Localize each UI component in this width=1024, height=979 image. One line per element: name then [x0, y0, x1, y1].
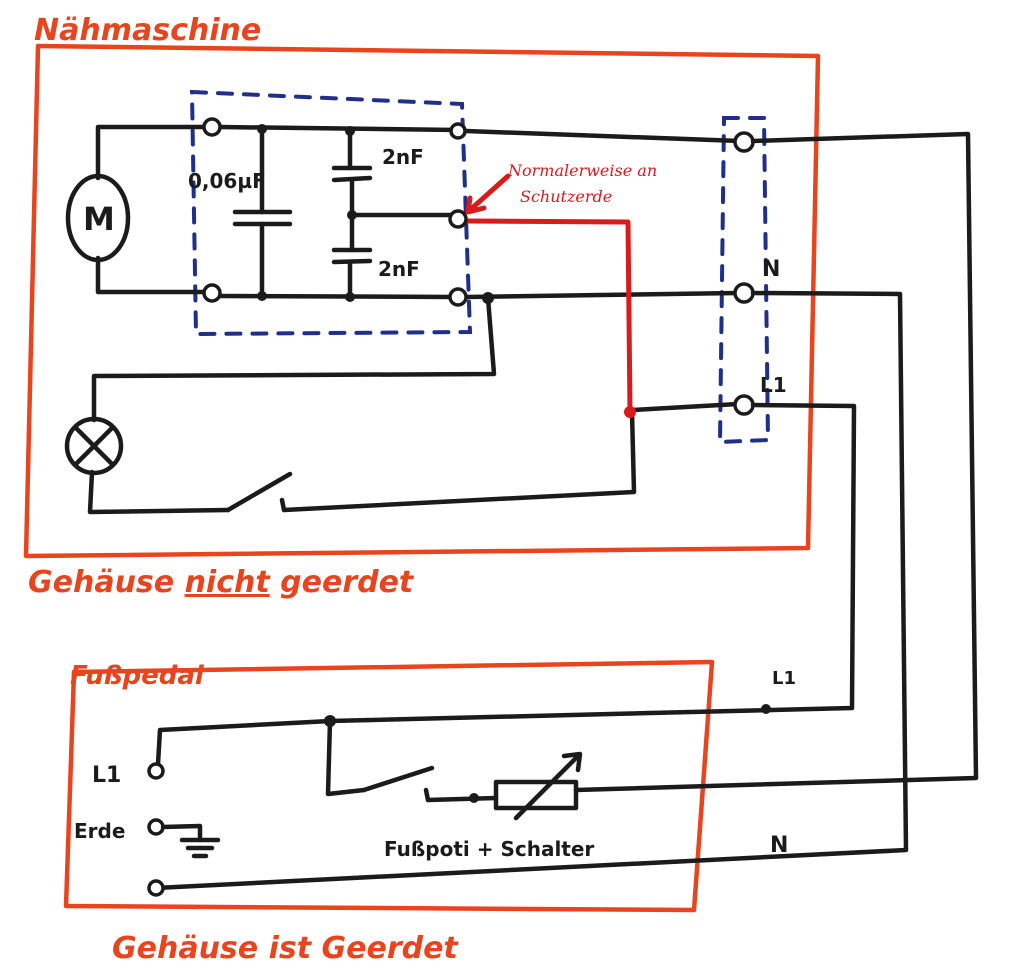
note-line-2: Schutzerde [520, 187, 612, 206]
cable-earth [573, 131, 979, 793]
junction-cap-mid [347, 210, 357, 220]
poti-arrow-shaft [513, 753, 581, 821]
filter-top-rail [217, 124, 461, 133]
filter-terminal-4 [448, 209, 468, 229]
terminal-l1-label: L1 [760, 373, 787, 397]
motor-label: M [83, 200, 115, 238]
lamp-switch-return [279, 409, 637, 513]
junction-lamp-feed [482, 292, 494, 304]
foot-potentiometer [493, 779, 579, 811]
pedal-terminal-l1 [147, 762, 165, 780]
terminal-l1 [733, 394, 755, 416]
pedal-l1-label: L1 [92, 763, 121, 788]
junction-cap-small-bottom [257, 291, 267, 301]
pedal-switch-feed [325, 718, 367, 797]
cable-n [153, 290, 909, 891]
terminal-n [733, 282, 755, 304]
junction-cap-small-top [257, 124, 267, 134]
sewing-machine-housing [23, 43, 821, 559]
cable-n-label: N [770, 833, 788, 858]
sewing-machine-housing-note: Gehäuse nicht geerdet [28, 565, 415, 600]
lamp-cross-b [73, 425, 115, 467]
lamp-switch-blade [225, 471, 293, 513]
motor-top-wire [95, 124, 215, 181]
sewing-machine-title: Nähmaschine [34, 13, 261, 48]
junction-cap-2nf-bottom [345, 292, 355, 302]
l1-internal-wire [629, 401, 741, 413]
note-arrow-shaft [467, 173, 511, 213]
housing-note-not: nicht [185, 565, 272, 600]
protective-earth-wire [463, 218, 633, 415]
cable-l1-label: L1 [772, 668, 796, 689]
pedal-l1-wire [155, 718, 333, 767]
note-line-1: Normalerweise an [507, 161, 657, 180]
foot-pedal-title: Fußpedal [70, 661, 205, 691]
poti-label: Fußpoti + Schalter [384, 837, 594, 861]
motor-symbol [65, 173, 131, 263]
cap-top-label: 2nF [382, 145, 424, 169]
line-wire-top [463, 128, 743, 144]
poti-arrow-head [561, 751, 583, 773]
housing-note-part-c: geerdet [270, 565, 415, 600]
cable-l1-node [761, 704, 771, 714]
terminal-earth [733, 131, 755, 153]
pedal-switch-blade [361, 765, 435, 793]
filter-terminal-2 [202, 283, 222, 303]
foot-pedal-housing-note: Gehäuse ist Geerdet [112, 931, 459, 966]
terminal-n-label: N [762, 257, 780, 282]
filter-bottom-rail [217, 293, 459, 300]
pedal-earth-lead [160, 823, 203, 843]
line-wire-n [463, 290, 741, 300]
pedal-terminal-n [147, 879, 165, 897]
cap-bottom-label: 2nF [378, 257, 420, 281]
cable-l1 [327, 402, 857, 724]
filter-block-outline [189, 89, 473, 337]
filter-terminal-1 [202, 117, 222, 137]
pedal-earth-label: Erde [74, 819, 125, 843]
filter-terminal-5 [448, 287, 468, 307]
motor-bottom-wire [95, 255, 215, 295]
pedal-switch-return [423, 787, 499, 803]
earth-junction-node [624, 406, 636, 418]
junction-cap-2nf-top [345, 126, 355, 136]
filter-terminal-3 [449, 122, 467, 140]
pedal-poti-junction [469, 793, 479, 803]
lamp-feed-wire [91, 295, 497, 423]
housing-note-part-a: Gehäuse [28, 565, 185, 600]
note-arrow-head [465, 195, 487, 215]
foot-pedal-housing [63, 659, 715, 913]
terminal-block-outline [717, 116, 771, 445]
lamp-bottom-wire [87, 469, 231, 515]
cap-small-label: 0,06µF [188, 169, 266, 193]
